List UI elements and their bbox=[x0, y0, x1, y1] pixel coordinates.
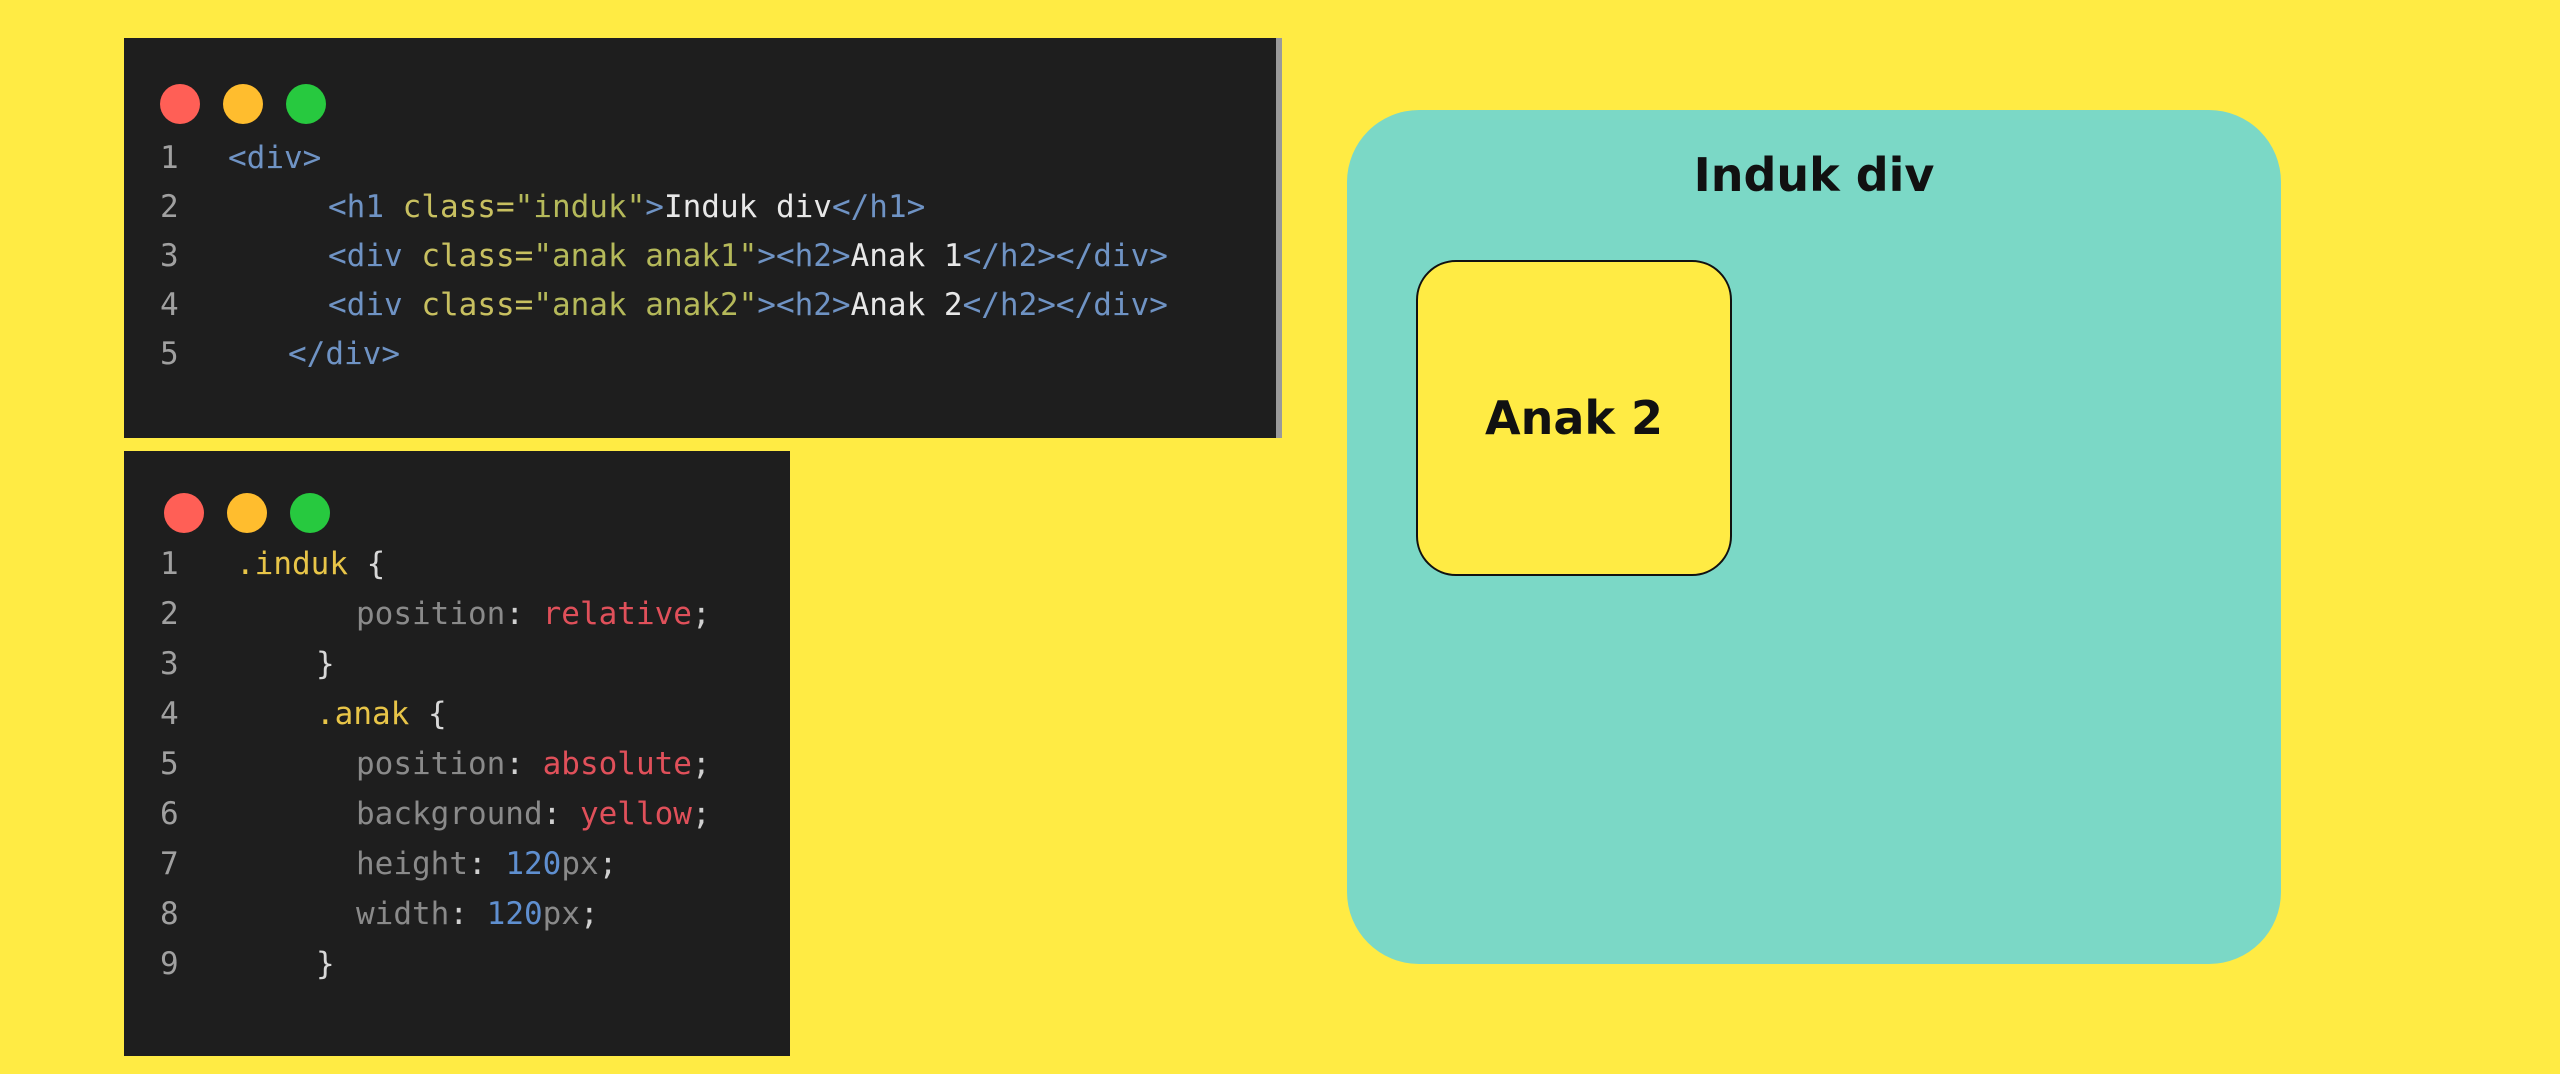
code-token: yellow bbox=[579, 796, 692, 832]
code-token: > bbox=[645, 189, 664, 225]
close-dot-icon[interactable] bbox=[160, 84, 200, 124]
code-token: "anak anak2" bbox=[533, 287, 758, 323]
code-token: ; bbox=[579, 896, 599, 932]
code-token: "induk" bbox=[514, 189, 646, 225]
parent-div-preview: Induk div Anak 2 bbox=[1347, 110, 2281, 964]
close-dot-icon[interactable] bbox=[164, 493, 204, 533]
code-text: } bbox=[316, 644, 335, 684]
code-token: : bbox=[505, 596, 543, 632]
code-token: .induk bbox=[236, 546, 348, 582]
code-text: } bbox=[316, 944, 335, 984]
code-token: </h2></div> bbox=[962, 238, 1168, 274]
code-token: ; bbox=[598, 846, 618, 882]
code-text: background: yellow; bbox=[356, 794, 711, 834]
code-token: : bbox=[505, 746, 543, 782]
minimize-dot-icon[interactable] bbox=[223, 84, 263, 124]
code-token: Induk div bbox=[663, 189, 832, 225]
code-token: class= bbox=[421, 287, 534, 323]
line-number: 8 bbox=[160, 896, 179, 932]
code-text: <h1 class="induk">Induk div</h1> bbox=[328, 187, 925, 227]
code-text: <div> bbox=[228, 138, 321, 178]
line-number: 5 bbox=[160, 746, 179, 782]
code-token: width bbox=[356, 896, 450, 932]
code-token: </h2></div> bbox=[962, 287, 1168, 323]
code-text: position: relative; bbox=[356, 594, 711, 634]
code-token: .anak bbox=[316, 696, 410, 732]
code-token: Anak 2 bbox=[850, 287, 963, 323]
html-code-editor: 1<div>2<h1 class="induk">Induk div</h1>3… bbox=[124, 38, 1282, 438]
line-number: 7 bbox=[160, 846, 179, 882]
code-token: } bbox=[316, 646, 335, 682]
code-token: background bbox=[356, 796, 543, 832]
code-token: absolute bbox=[542, 746, 692, 782]
code-token: ; bbox=[691, 746, 711, 782]
line-number: 3 bbox=[160, 646, 179, 682]
line-number: 3 bbox=[160, 238, 179, 274]
line-number: 9 bbox=[160, 946, 179, 982]
code-token: <div bbox=[328, 238, 422, 274]
code-token: position bbox=[356, 596, 506, 632]
code-text: <div class="anak anak1"><h2>Anak 1</h2><… bbox=[328, 236, 1168, 276]
line-number: 1 bbox=[160, 546, 179, 582]
code-token: height bbox=[356, 846, 468, 882]
minimize-dot-icon[interactable] bbox=[227, 493, 267, 533]
code-token: : bbox=[542, 796, 580, 832]
code-token: 120 bbox=[505, 846, 562, 882]
line-number: 1 bbox=[160, 140, 179, 176]
code-token: <div bbox=[328, 287, 422, 323]
line-number: 6 bbox=[160, 796, 179, 832]
code-token: ><h2> bbox=[757, 287, 851, 323]
code-text: </div> bbox=[288, 334, 400, 374]
code-token: : bbox=[467, 846, 506, 882]
code-token: ; bbox=[691, 596, 711, 632]
code-token: 120 bbox=[486, 896, 543, 932]
maximize-dot-icon[interactable] bbox=[286, 84, 326, 124]
preview-title: Induk div bbox=[1693, 148, 1935, 202]
code-text: position: absolute; bbox=[356, 744, 711, 784]
line-number: 5 bbox=[160, 336, 179, 372]
code-text: .induk { bbox=[236, 544, 385, 584]
child-div-preview: Anak 2 bbox=[1416, 260, 1732, 576]
code-token: position bbox=[356, 746, 506, 782]
line-number: 4 bbox=[160, 287, 179, 323]
code-text: height: 120px; bbox=[356, 844, 617, 884]
code-token: </div> bbox=[288, 336, 400, 372]
child-label: Anak 2 bbox=[1484, 391, 1663, 445]
code-token: { bbox=[347, 546, 386, 582]
code-token: px bbox=[561, 846, 599, 882]
maximize-dot-icon[interactable] bbox=[290, 493, 330, 533]
code-token: ><h2> bbox=[757, 238, 851, 274]
code-text: <div class="anak anak2"><h2>Anak 2</h2><… bbox=[328, 285, 1168, 325]
code-token: <h1 bbox=[328, 189, 403, 225]
code-token: <div> bbox=[228, 140, 322, 176]
code-token: class= bbox=[402, 189, 515, 225]
line-number: 4 bbox=[160, 696, 179, 732]
code-token: relative bbox=[542, 596, 692, 632]
code-token: "anak anak1" bbox=[533, 238, 758, 274]
code-token: Anak 1 bbox=[850, 238, 963, 274]
code-text: .anak { bbox=[316, 694, 447, 734]
code-token: ; bbox=[691, 796, 711, 832]
line-number: 2 bbox=[160, 189, 179, 225]
code-token: </h1> bbox=[831, 189, 926, 225]
code-token: : bbox=[449, 896, 487, 932]
code-token: class= bbox=[421, 238, 534, 274]
code-token: } bbox=[316, 946, 335, 982]
code-token: px bbox=[542, 896, 580, 932]
code-text: width: 120px; bbox=[356, 894, 599, 934]
line-number: 2 bbox=[160, 596, 179, 632]
code-token: { bbox=[409, 696, 447, 732]
